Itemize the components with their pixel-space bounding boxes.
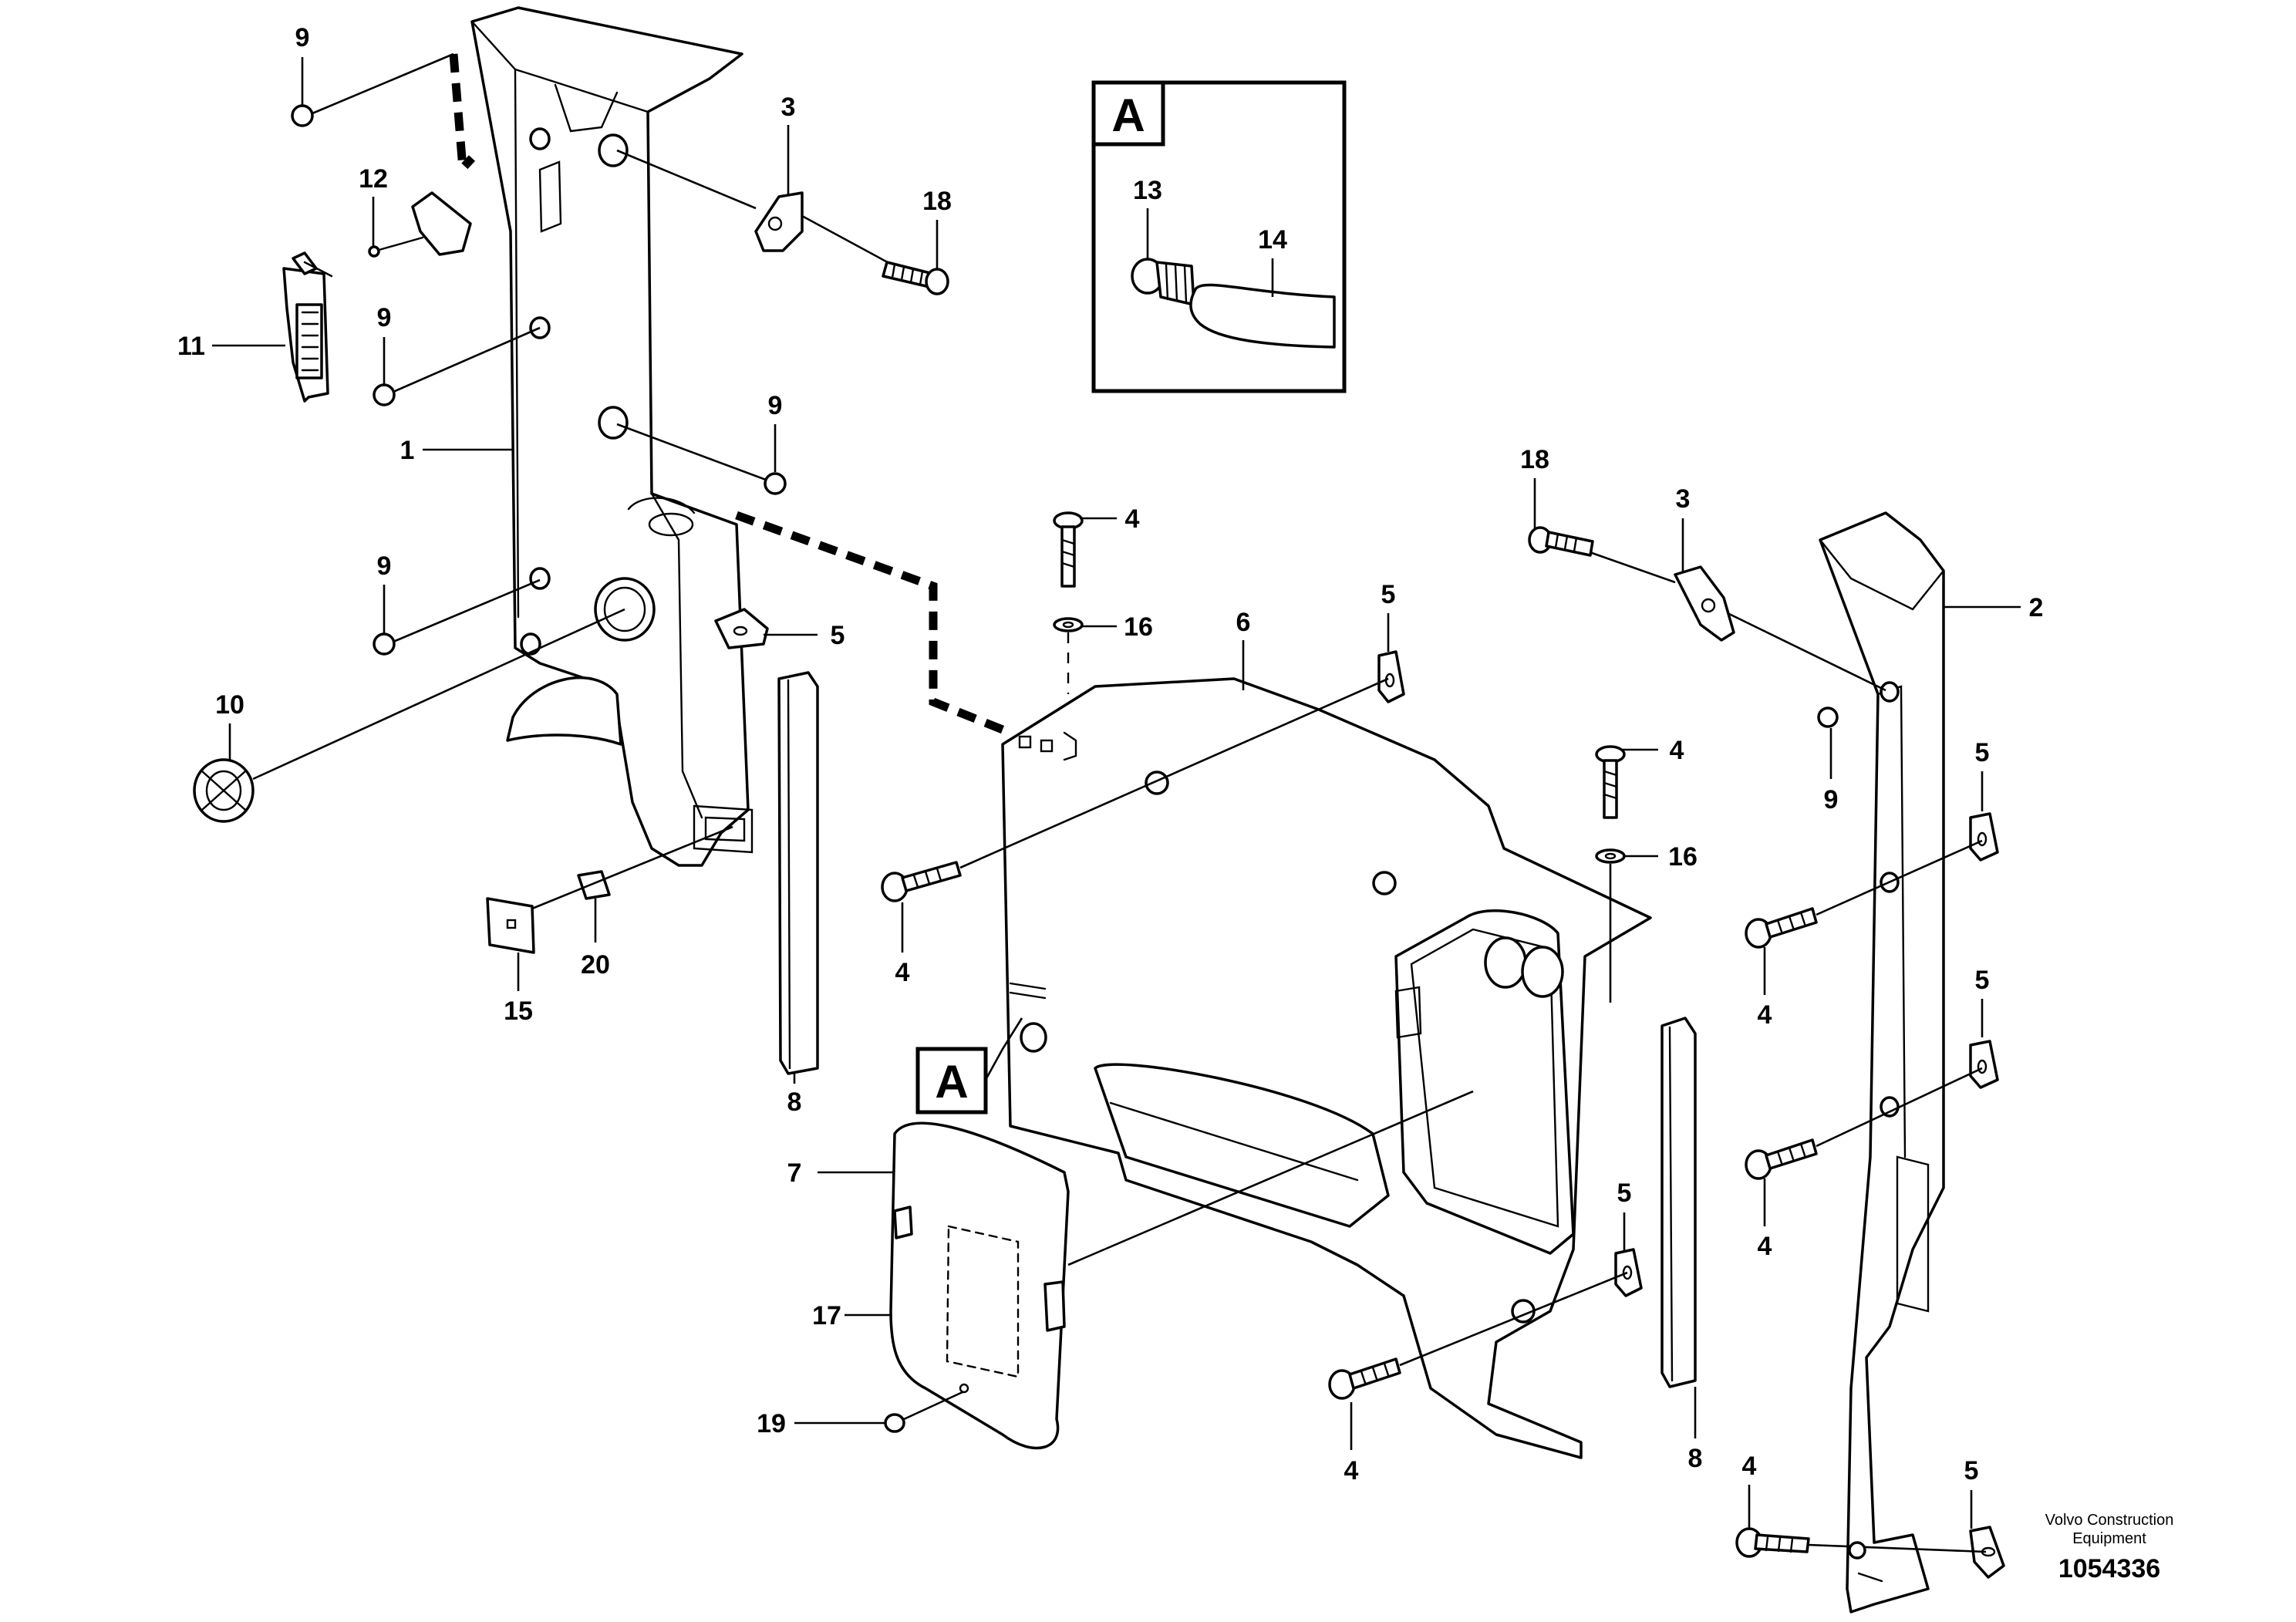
hook-part-3-upper	[756, 193, 802, 251]
callout-16-panel-top: 16	[1124, 612, 1153, 642]
washer-part-16-panel-top	[1054, 619, 1082, 631]
callout-4-panel-top: 4	[1125, 504, 1140, 534]
callout-18-right: 18	[1520, 445, 1549, 474]
detail-box-tag-a: A	[1111, 89, 1145, 141]
bolt-part-4-right-a	[1746, 909, 1816, 947]
connection-dashed-line-middle	[737, 515, 1010, 733]
rear-wall-panel-part-6	[1003, 679, 1650, 1458]
plug-part-9-e	[1819, 708, 1837, 727]
knob-part-10	[194, 760, 253, 821]
callout-20: 20	[581, 950, 610, 980]
callout-9-right: 9	[768, 391, 783, 420]
callout-4-right-bottom: 4	[1742, 1452, 1757, 1481]
callout-17: 17	[812, 1301, 841, 1330]
callout-9-far-right: 9	[1824, 785, 1839, 814]
screw-part-4-panel-top	[1054, 513, 1082, 586]
callout-1: 1	[400, 436, 415, 465]
callout-9-mid: 9	[377, 303, 392, 332]
callout-8-right: 8	[1688, 1444, 1703, 1473]
bolt-part-4-right-b	[1746, 1140, 1816, 1179]
callout-5-right-a: 5	[1975, 738, 1990, 767]
callout-4-panel-right: 4	[1670, 736, 1684, 765]
grab-handle-part-11	[284, 253, 332, 401]
callout-11: 11	[177, 332, 205, 361]
callout-3-right: 3	[1676, 484, 1691, 514]
washer-part-16-panel-right	[1596, 850, 1624, 862]
callout-9-low: 9	[377, 551, 392, 581]
callout-12: 12	[359, 164, 388, 194]
callout-13: 13	[1133, 176, 1162, 205]
callout-10: 10	[215, 690, 244, 720]
bolt-part-4-panel-left	[882, 862, 960, 901]
manufacturer-caption-line1: Volvo Construction	[2045, 1512, 2174, 1529]
plug-part-9-b	[374, 385, 394, 405]
callout-9-top: 9	[295, 23, 310, 52]
hook-part-3-right	[1675, 567, 1734, 640]
callout-16-panel-right: 16	[1668, 842, 1698, 872]
callout-4-right-b: 4	[1758, 1232, 1772, 1261]
callout-4-right-a: 4	[1758, 1000, 1772, 1030]
callout-4-panel-bottom: 4	[1344, 1456, 1359, 1485]
bolt-part-4-panel-bottom	[1330, 1359, 1400, 1398]
manufacturer-caption-line2: Equipment	[2072, 1530, 2146, 1547]
callout-8-left: 8	[787, 1088, 802, 1117]
callout-4-panel-left: 4	[895, 958, 910, 987]
seal-strip-part-8-left	[779, 673, 818, 1074]
plug-part-9-a	[292, 106, 312, 126]
right-pillar-trim-panel	[1820, 513, 1944, 1612]
clip-part-5-right-b	[1971, 1041, 1998, 1088]
callout-19: 19	[757, 1409, 786, 1438]
callout-5-panel-top: 5	[1381, 580, 1396, 609]
plug-part-9-d	[374, 634, 394, 654]
callout-14: 14	[1258, 225, 1287, 255]
callout-5-panel-bottom: 5	[1617, 1179, 1632, 1208]
bolt-part-18-right	[1529, 528, 1593, 555]
left-pillar-trim-panel	[472, 8, 752, 865]
callout-6: 6	[1236, 608, 1251, 637]
document-number: 1054336	[2058, 1554, 2160, 1583]
connection-dashed-line-upper	[453, 54, 472, 168]
screw-part-4-panel-right	[1596, 747, 1624, 818]
callout-15: 15	[504, 996, 533, 1026]
callout-5-upper-left: 5	[831, 621, 845, 650]
detail-tag-a-callout	[918, 1018, 1022, 1112]
clip-part-5-right-a	[1971, 814, 1998, 860]
callout-7: 7	[787, 1158, 802, 1188]
bracket-part-12	[369, 193, 470, 256]
bolt-part-18-upper	[883, 262, 948, 294]
plate-part-15	[487, 899, 534, 953]
bolt-part-4-right-bottom	[1737, 1529, 1809, 1556]
callout-2: 2	[2029, 593, 2044, 622]
seal-strip-part-8-right	[1662, 1018, 1695, 1387]
plug-part-9-c	[765, 474, 785, 494]
callout-5-right-b: 5	[1975, 966, 1990, 995]
clip-part-5-panel-bottom	[1616, 1249, 1641, 1296]
panel-tag-a: A	[935, 1056, 968, 1108]
bolt-hole-right-bottom	[1849, 1543, 1865, 1558]
clip-part-20	[578, 872, 609, 899]
callout-3-upper: 3	[781, 93, 796, 122]
clip-part-5-panel-top	[1379, 652, 1404, 702]
cover-panel-part-7	[891, 1123, 1068, 1448]
plug-part-19	[885, 1415, 904, 1431]
callout-5-right-bottom: 5	[1964, 1456, 1979, 1485]
callout-18-upper: 18	[922, 187, 952, 216]
